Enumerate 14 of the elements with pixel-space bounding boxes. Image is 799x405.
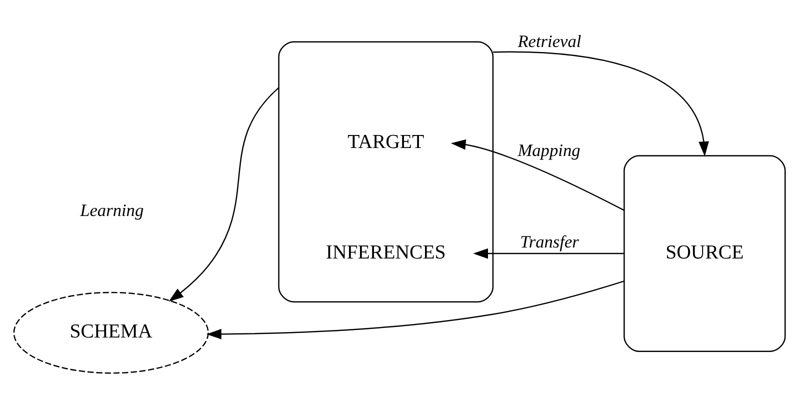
- node-box: SOURCE: [624, 155, 786, 352]
- arrow: [473, 248, 624, 259]
- arrow: [206, 280, 624, 340]
- edge-label: Retrieval: [518, 32, 582, 52]
- arrow: [492, 51, 709, 156]
- arrow: [450, 139, 624, 211]
- node-text: TARGET: [348, 131, 424, 154]
- label: Learning: [80, 201, 144, 220]
- node-text: INFERENCES: [326, 241, 446, 264]
- cluster: [278, 41, 494, 302]
- arrow: [168, 87, 280, 302]
- edge-label: Transfer: [520, 232, 579, 252]
- edge-label: Mapping: [518, 140, 580, 160]
- node-ellipse: SCHEMA: [13, 292, 209, 374]
